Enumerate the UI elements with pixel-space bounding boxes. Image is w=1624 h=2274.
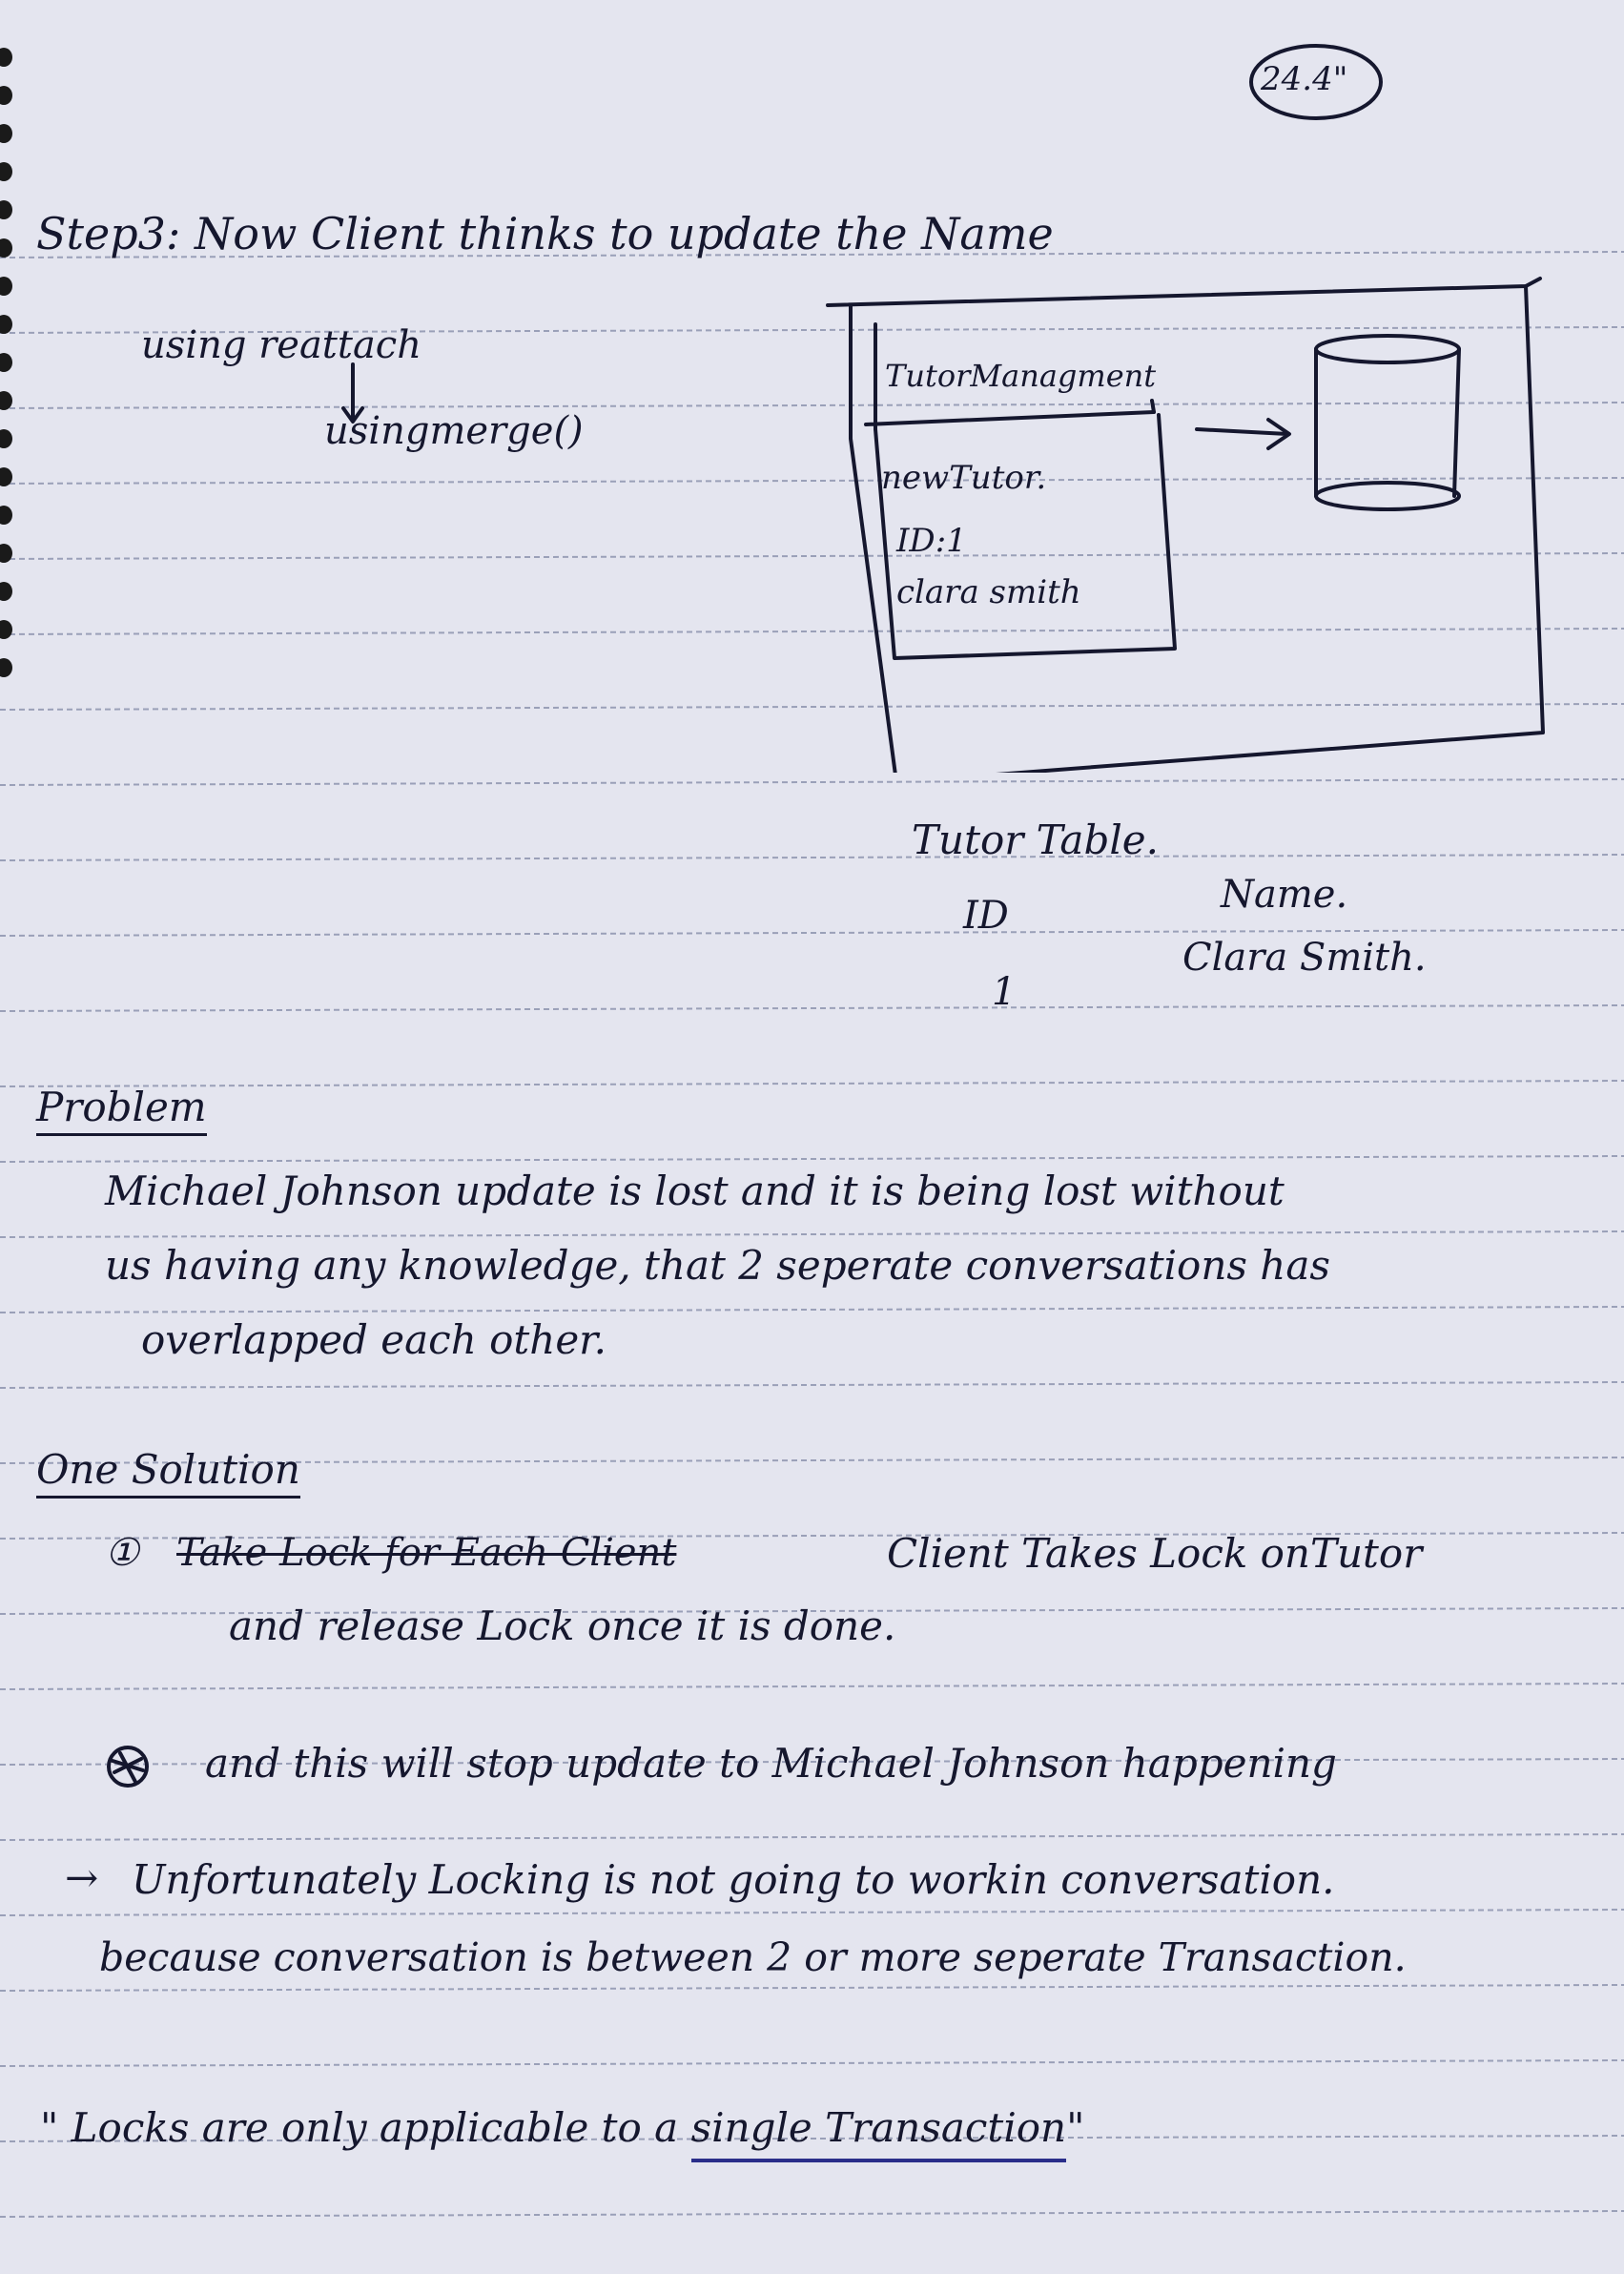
scribble-icon bbox=[107, 1746, 149, 1788]
ruled-line bbox=[0, 703, 1624, 711]
conclusion-arrow: → bbox=[65, 1854, 99, 1901]
ruled-line bbox=[0, 1532, 1624, 1540]
ruled-line bbox=[0, 1381, 1624, 1389]
ruled-line bbox=[0, 552, 1624, 560]
ruled-line bbox=[0, 402, 1624, 409]
spiral-hole bbox=[0, 506, 12, 525]
conclusion-line-3-underlined: single Transaction bbox=[690, 2104, 1067, 2162]
ruled-line bbox=[0, 854, 1624, 861]
ruled-line bbox=[0, 2210, 1624, 2218]
spiral-hole bbox=[0, 353, 12, 372]
spiral-hole bbox=[0, 658, 12, 677]
ruled-line bbox=[0, 1080, 1624, 1087]
spiral-hole bbox=[0, 429, 12, 448]
ruled-line bbox=[0, 326, 1624, 334]
ruled-line bbox=[0, 628, 1624, 635]
note-merge: usingmerge() bbox=[324, 409, 584, 453]
conclusion-line-3: " Locks are only applicable to a single … bbox=[40, 2104, 1084, 2162]
box-title: TutorManagment bbox=[885, 358, 1157, 394]
ruled-line bbox=[0, 2135, 1624, 2142]
problem-heading: Problem bbox=[36, 1087, 207, 1136]
tutor-name: clara smith bbox=[896, 573, 1081, 611]
spiral-hole bbox=[0, 86, 12, 105]
table-col-id: ID bbox=[963, 894, 1009, 938]
tutor-object: newTutor. bbox=[881, 459, 1047, 497]
problem-line-1: Michael Johnson update is lost and it is… bbox=[105, 1168, 1285, 1214]
solution-line-1: Client Takes Lock onTutor bbox=[887, 1530, 1423, 1577]
solution-struck-text: Take Lock for Each Client bbox=[176, 1531, 677, 1575]
ruled-line bbox=[0, 251, 1624, 258]
ruled-line bbox=[0, 2059, 1624, 2067]
ruled-line bbox=[0, 1607, 1624, 1615]
tutor-id: ID:1 bbox=[896, 522, 967, 560]
ruled-line bbox=[0, 1683, 1624, 1690]
table-title: Tutor Table. bbox=[912, 817, 1159, 863]
date-label: 24.4" bbox=[1261, 60, 1348, 98]
ruled-line bbox=[0, 1984, 1624, 1992]
spiral-hole bbox=[0, 238, 12, 258]
ruled-line bbox=[0, 778, 1624, 786]
ruled-line bbox=[0, 1155, 1624, 1163]
spiral-hole bbox=[0, 162, 12, 181]
step-heading: Step3: Now Client thinks to update the N… bbox=[36, 208, 1054, 259]
architecture-diagram bbox=[826, 277, 1545, 773]
solution-line-2: and release Lock once it is done. bbox=[229, 1602, 896, 1649]
date-circle-icon bbox=[1249, 44, 1383, 120]
ruled-line bbox=[0, 1758, 1624, 1766]
spiral-hole bbox=[0, 467, 12, 486]
conclusion-line-1: Unfortunately Locking is not going to wo… bbox=[132, 1856, 1335, 1903]
solution-number-1: ① bbox=[105, 1531, 139, 1575]
spiral-hole bbox=[0, 315, 12, 334]
down-arrow-icon bbox=[341, 362, 364, 424]
table-cell-id: 1 bbox=[992, 970, 1017, 1014]
spiral-hole bbox=[0, 544, 12, 563]
spiral-hole bbox=[0, 620, 12, 639]
table-col-name: Name. bbox=[1221, 873, 1348, 917]
conclusion-line-3-pre: " Locks are only applicable to a bbox=[40, 2104, 679, 2151]
spiral-hole bbox=[0, 277, 12, 296]
problem-line-3: overlapped each other. bbox=[141, 1316, 606, 1363]
spiral-hole bbox=[0, 200, 12, 219]
ruled-line bbox=[0, 477, 1624, 485]
spiral-hole bbox=[0, 48, 12, 67]
note-reattach: using reattach bbox=[141, 323, 421, 367]
ruled-line bbox=[0, 1833, 1624, 1841]
spiral-hole bbox=[0, 124, 12, 143]
solution-line-3: and this will stop update to Michael Joh… bbox=[205, 1740, 1337, 1787]
ruled-line bbox=[0, 1909, 1624, 1916]
ruled-line bbox=[0, 1457, 1624, 1464]
ruled-line bbox=[0, 1230, 1624, 1238]
table-cell-name: Clara Smith. bbox=[1182, 936, 1427, 980]
ruled-line bbox=[0, 929, 1624, 937]
solution-heading: One Solution bbox=[36, 1450, 300, 1499]
ruled-line bbox=[0, 1306, 1624, 1313]
conclusion-line-3-post: " bbox=[1066, 2104, 1085, 2151]
spiral-hole bbox=[0, 582, 12, 601]
ruled-line bbox=[0, 1004, 1624, 1012]
conclusion-line-2: because conversation is between 2 or mor… bbox=[99, 1934, 1407, 1980]
spiral-hole bbox=[0, 391, 12, 410]
problem-line-2: us having any knowledge, that 2 seperate… bbox=[105, 1242, 1330, 1289]
